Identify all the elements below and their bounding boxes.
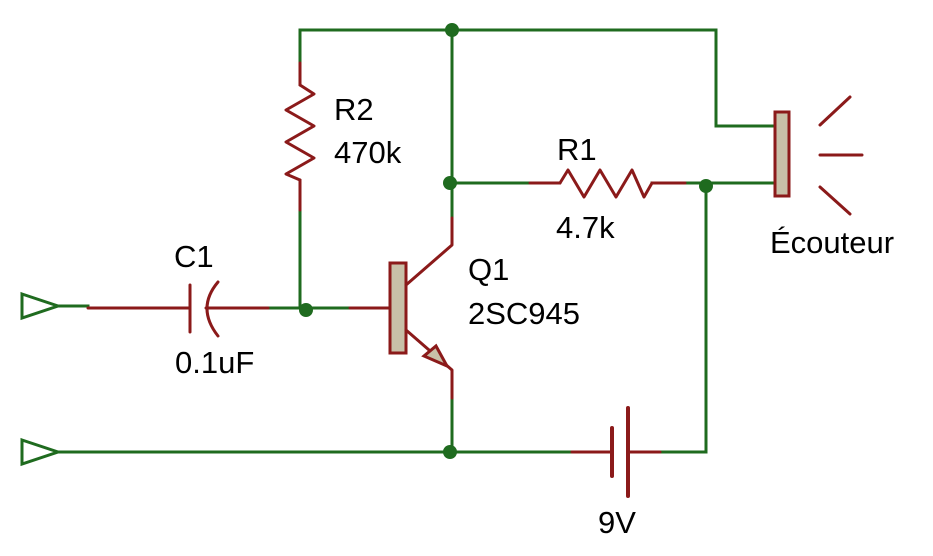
junction-collector	[443, 176, 457, 190]
wire-top-rail	[298, 28, 777, 128]
resistor-r2-zigzag-icon	[284, 83, 316, 182]
transistor-base-bar-icon	[388, 261, 408, 355]
labels: R2 470k R1 4.7k C1 0.1uF Q1 2SC945 9V Éc…	[174, 92, 894, 540]
junction-earphone	[699, 179, 713, 193]
capacitor-c1	[86, 280, 270, 338]
earphone-body-icon	[773, 110, 791, 198]
junction-ground	[443, 445, 457, 459]
transistor-collector-lead	[404, 216, 454, 287]
input-terminals	[20, 291, 63, 467]
resistor-r1-zigzag-icon	[558, 168, 654, 199]
r1-ref-label: R1	[557, 132, 597, 167]
earphone	[773, 95, 864, 216]
input-terminal-ground-icon	[20, 437, 63, 467]
resistor-r2	[284, 61, 316, 212]
q1-value-label: 2SC945	[468, 296, 580, 331]
sound-wave-upper-icon	[818, 95, 852, 127]
wires	[56, 28, 777, 454]
transistor-q1	[348, 216, 454, 400]
r1-value-label: 4.7k	[556, 210, 615, 245]
earphone-label: Écouteur	[770, 225, 894, 260]
transistor-emitter-lead	[404, 328, 454, 400]
battery	[570, 406, 662, 498]
input-terminal-signal-icon	[20, 291, 63, 321]
r2-value-label: 470k	[334, 135, 402, 170]
battery-value-label: 9V	[598, 505, 636, 540]
c1-value-label: 0.1uF	[175, 345, 254, 380]
junctions	[299, 23, 713, 459]
r2-ref-label: R2	[334, 92, 374, 127]
resistor-r1	[528, 168, 687, 199]
c1-ref-label: C1	[174, 239, 214, 274]
junction-top	[445, 23, 459, 37]
transistor-emitter-arrow-icon	[421, 343, 451, 370]
junction-base	[299, 303, 313, 317]
sound-wave-lower-icon	[818, 185, 852, 216]
q1-ref-label: Q1	[468, 252, 509, 287]
wire-earphone-node-to-battery	[658, 181, 708, 454]
